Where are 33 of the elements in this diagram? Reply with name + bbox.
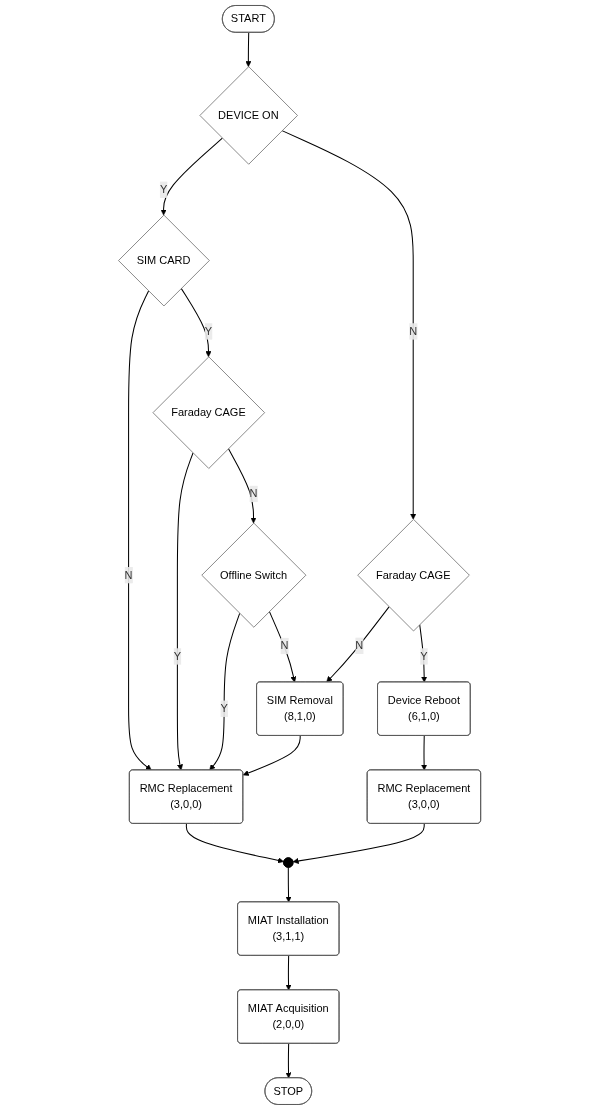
arrow xyxy=(285,1043,292,1079)
arrow xyxy=(128,290,153,771)
arrow xyxy=(186,823,285,864)
edge-label: Y xyxy=(220,702,229,715)
edge-label: N xyxy=(280,639,289,652)
edge-label: N xyxy=(125,568,133,581)
arrow xyxy=(181,287,212,358)
edge-label: Y xyxy=(420,650,428,662)
edge-label: Y xyxy=(160,183,168,196)
arrow xyxy=(243,735,302,776)
arrow xyxy=(285,955,292,991)
arrow xyxy=(228,448,257,524)
edge-label: Y xyxy=(205,325,213,337)
edge-label: N xyxy=(355,639,364,652)
node-diamond: Faraday CAGE xyxy=(357,519,471,632)
arrow xyxy=(269,610,297,683)
arrow xyxy=(293,823,426,864)
arrow xyxy=(161,137,224,216)
arrow xyxy=(209,612,241,771)
arrow xyxy=(326,606,390,683)
node-diamond: SIM CARD xyxy=(118,214,211,307)
edge-label: N xyxy=(249,487,258,500)
arrow xyxy=(177,452,194,771)
node-diamond: DEVICE ON xyxy=(200,66,299,165)
node-diamond: Faraday CAGE xyxy=(153,356,266,469)
arrow xyxy=(281,130,417,520)
arrow xyxy=(419,624,428,683)
edge-label: Y xyxy=(174,650,182,662)
arrow xyxy=(245,32,252,67)
arrow xyxy=(285,866,292,903)
node-diamond: Offline Switch xyxy=(201,522,307,628)
edge-label: N xyxy=(409,325,418,337)
arrow xyxy=(421,735,428,771)
